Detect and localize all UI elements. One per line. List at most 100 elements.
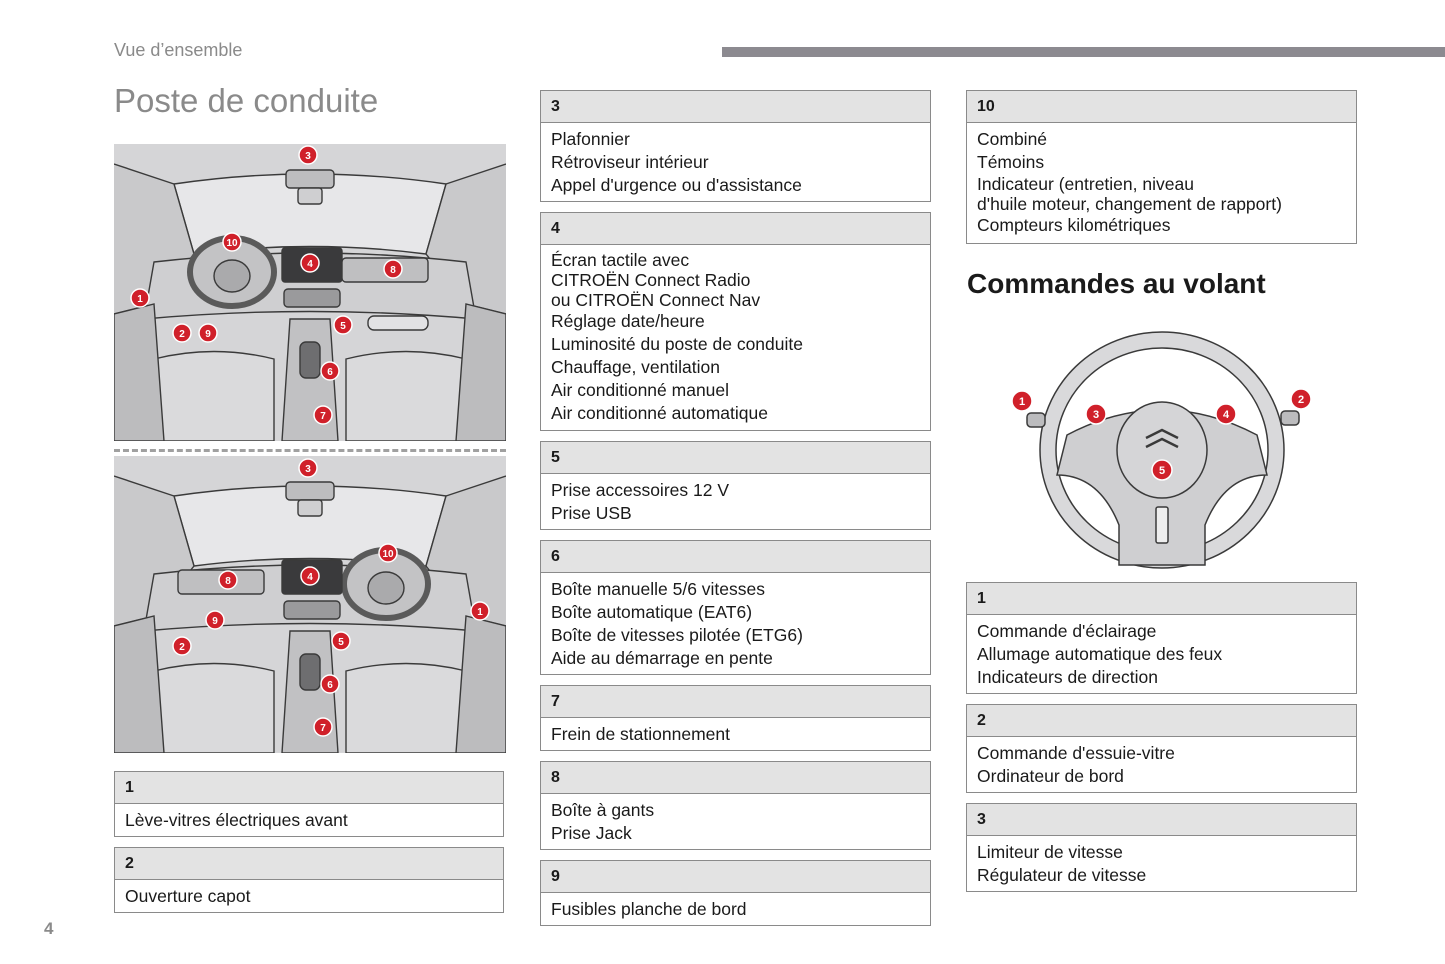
legend-item: Combiné — [977, 129, 1048, 149]
svg-text:4: 4 — [307, 572, 313, 583]
legend-item: Boîte de vitesses pilotée (ETG6) — [551, 625, 803, 645]
svg-text:7: 7 — [320, 411, 326, 422]
legend-box-number: 8 — [541, 762, 930, 794]
svg-text:4: 4 — [1223, 409, 1230, 421]
page-number: 4 — [44, 919, 54, 938]
svg-text:1: 1 — [1019, 396, 1025, 408]
legend-box-7: 7 Frein de stationnement — [540, 685, 931, 751]
legend-item: Prise Jack — [551, 823, 632, 843]
legend-item: Rétroviseur intérieur — [551, 152, 709, 172]
callout-2: 2 — [172, 323, 192, 343]
section-label: Vue d’ensemble — [114, 40, 243, 60]
svg-text:9: 9 — [205, 329, 211, 340]
svg-text:3: 3 — [305, 151, 311, 162]
legend-item: Allumage automatique des feux — [977, 644, 1223, 664]
legend-box-number: 7 — [541, 686, 930, 718]
legend-item: Boîte à gants — [551, 800, 655, 820]
svg-text:2: 2 — [1298, 394, 1304, 406]
legend-item: Limiteur de vitesse — [977, 842, 1123, 862]
legend-item: Témoins — [977, 152, 1045, 172]
svg-text:9: 9 — [212, 616, 218, 627]
svg-text:8: 8 — [390, 265, 396, 276]
legend-item: Commande d'essuie-vitre — [977, 743, 1175, 763]
callout-3: 3 — [298, 458, 318, 478]
legend-item: Fusibles planche de bord — [551, 899, 747, 919]
svg-text:3: 3 — [1093, 409, 1099, 421]
legend-box-number: 2 — [115, 848, 503, 880]
legend-item: Prise accessoires 12 V — [551, 480, 729, 500]
svg-text:1: 1 — [477, 607, 483, 618]
legend-box-number: 10 — [967, 91, 1356, 123]
legend-item: Régulateur de vitesse — [977, 865, 1147, 885]
svg-text:3: 3 — [305, 464, 311, 475]
legend-item: Luminosité du poste de conduite — [551, 334, 803, 354]
svg-text:2: 2 — [179, 642, 185, 653]
callout-3: 3 — [298, 145, 318, 165]
legend-box-number: 9 — [541, 861, 930, 893]
legend-item: Lève-vitres électriques avant — [125, 810, 348, 830]
legend-box-9: 9 Fusibles planche de bord — [540, 860, 931, 926]
callout-7: 7 — [313, 405, 333, 425]
callout-2: 2 — [172, 636, 192, 656]
legend-item: Aide au démarrage en pente — [551, 648, 773, 668]
svg-text:10: 10 — [226, 238, 238, 249]
dashboard-diagram-rhd: 3 10 4 8 9 1 2 5 6 7 — [114, 456, 506, 753]
legend-box-number: 5 — [541, 442, 930, 474]
callout-1: 1 — [130, 288, 150, 308]
legend-box-5: 5 Prise accessoires 12 V Prise USB — [540, 441, 931, 530]
legend-item: Prise USB — [551, 503, 632, 523]
svg-text:5: 5 — [340, 321, 346, 332]
legend-box-8: 8 Boîte à gants Prise Jack — [540, 761, 931, 850]
legend-item: Réglage date/heure — [551, 311, 705, 331]
svg-text:10: 10 — [382, 549, 394, 560]
svg-text:7: 7 — [320, 723, 326, 734]
wheel-callout-3: 3 — [1085, 403, 1107, 425]
wheel-callout-5: 5 — [1151, 459, 1173, 481]
svg-text:5: 5 — [338, 637, 344, 648]
callout-7: 7 — [313, 717, 333, 737]
svg-text:8: 8 — [225, 576, 231, 587]
legend-item: Appel d'urgence ou d'assistance — [551, 175, 802, 195]
legend-box-2: 2 Ouverture capot — [114, 847, 504, 913]
legend-box-number: 4 — [541, 213, 930, 245]
legend-box-4: 4 Écran tactile avec CITROËN Connect Rad… — [540, 212, 931, 431]
legend-item: Écran tactile avec CITROËN Connect Radio… — [551, 250, 761, 310]
legend-item: Commande d'éclairage — [977, 621, 1157, 641]
wheel-callout-2: 2 — [1290, 388, 1312, 410]
wheel-callout-4: 4 — [1215, 403, 1237, 425]
callout-5: 5 — [333, 315, 353, 335]
diagram-separator — [114, 449, 506, 452]
legend-box-number: 1 — [115, 772, 503, 804]
callout-10: 10 — [378, 543, 398, 563]
legend-item: Air conditionné manuel — [551, 380, 730, 400]
legend-item: Boîte automatique (EAT6) — [551, 602, 753, 622]
legend-box-number: 3 — [541, 91, 930, 123]
legend-item: Air conditionné automatique — [551, 403, 768, 423]
legend-box-number: 3 — [967, 804, 1356, 836]
legend-item: Indicateur (entretien, niveau d'huile mo… — [977, 174, 1282, 214]
callout-4: 4 — [300, 566, 320, 586]
callout-9: 9 — [205, 610, 225, 630]
legend-box-3: 3 Plafonnier Rétroviseur intérieur Appel… — [540, 90, 931, 202]
dashboard-diagram-lhd: 3 10 4 8 1 2 9 5 6 7 — [114, 144, 506, 441]
callout-9: 9 — [198, 323, 218, 343]
steering-controls-heading: Commandes au volant — [967, 268, 1266, 299]
svg-text:4: 4 — [307, 259, 313, 270]
legend-item: Plafonnier — [551, 129, 630, 149]
dashboard-rhd-illustration: 3 10 4 8 9 1 2 5 6 7 — [114, 458, 506, 753]
legend-item: Compteurs kilométriques — [977, 215, 1171, 235]
callout-8: 8 — [218, 570, 238, 590]
legend-item: Boîte manuelle 5/6 vitesses — [551, 579, 766, 599]
header-bar — [722, 47, 1445, 57]
legend-box-1: 1 Lève-vitres électriques avant — [114, 771, 504, 837]
page-title: Poste de conduite — [114, 82, 379, 119]
svg-text:2: 2 — [179, 329, 185, 340]
steering-wheel-illustration: 1 2 3 4 5 — [1011, 331, 1312, 569]
dashboard-lhd-illustration: 3 10 4 8 1 2 9 5 6 7 — [114, 145, 506, 441]
wheel-legend-box-1: 1 Commande d'éclairage Allumage automati… — [966, 582, 1357, 694]
legend-box-10: 10 Combiné Témoins Indicateur (entretien… — [966, 90, 1357, 244]
callout-6: 6 — [320, 361, 340, 381]
legend-item: Chauffage, ventilation — [551, 357, 720, 377]
legend-box-number: 1 — [967, 583, 1356, 615]
svg-text:5: 5 — [1159, 465, 1165, 477]
